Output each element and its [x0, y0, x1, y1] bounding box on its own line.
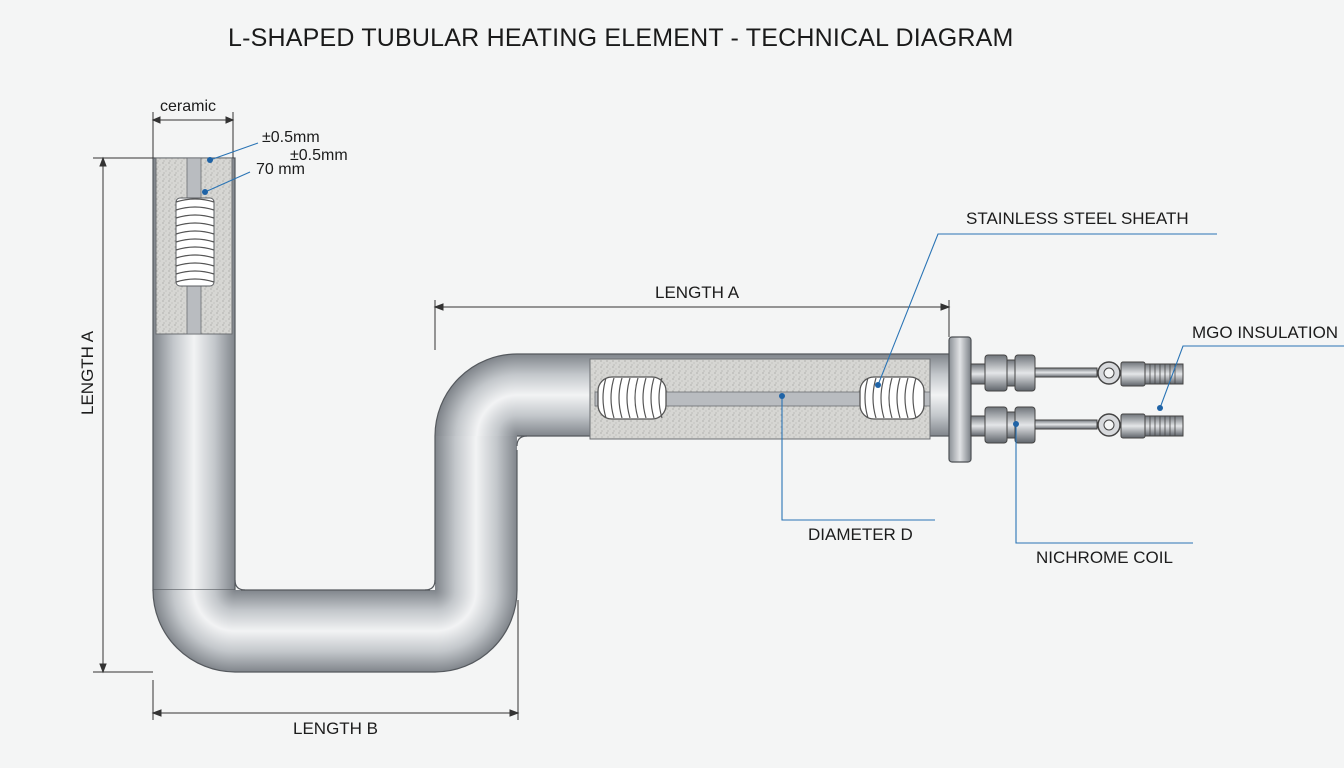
terminal-assembly — [948, 336, 1184, 463]
lower-terminal — [970, 406, 1184, 444]
tolerance-label-1: ±0.5mm — [262, 129, 320, 146]
diameter-label: DIAMETER D — [808, 525, 913, 544]
right-cutaway — [589, 358, 931, 440]
diagram-title: L-SHAPED TUBULAR HEATING ELEMENT - TECHN… — [228, 24, 1014, 52]
length-a-top-label: LENGTH A — [655, 283, 740, 302]
ceramic-label: ceramic — [160, 98, 217, 115]
nichrome-coil-label: NICHROME COIL — [1036, 548, 1173, 567]
sheath-label: STAINLESS STEEL SHEATH — [966, 209, 1189, 228]
leader-lines — [204, 142, 1344, 544]
left-cutaway — [155, 157, 233, 335]
length-b-label: LENGTH B — [293, 719, 379, 738]
mgo-insulation-label: MGO INSULATION — [1192, 323, 1339, 342]
upper-terminal — [970, 354, 1184, 392]
tolerance-label-2: ±0.5mm — [290, 147, 348, 164]
dimension-lines — [93, 112, 951, 720]
length-a-left-label: LENGTH A — [78, 330, 97, 415]
dimension-70mm-label: 70 mm — [256, 161, 305, 178]
leader-dots — [202, 157, 1163, 427]
